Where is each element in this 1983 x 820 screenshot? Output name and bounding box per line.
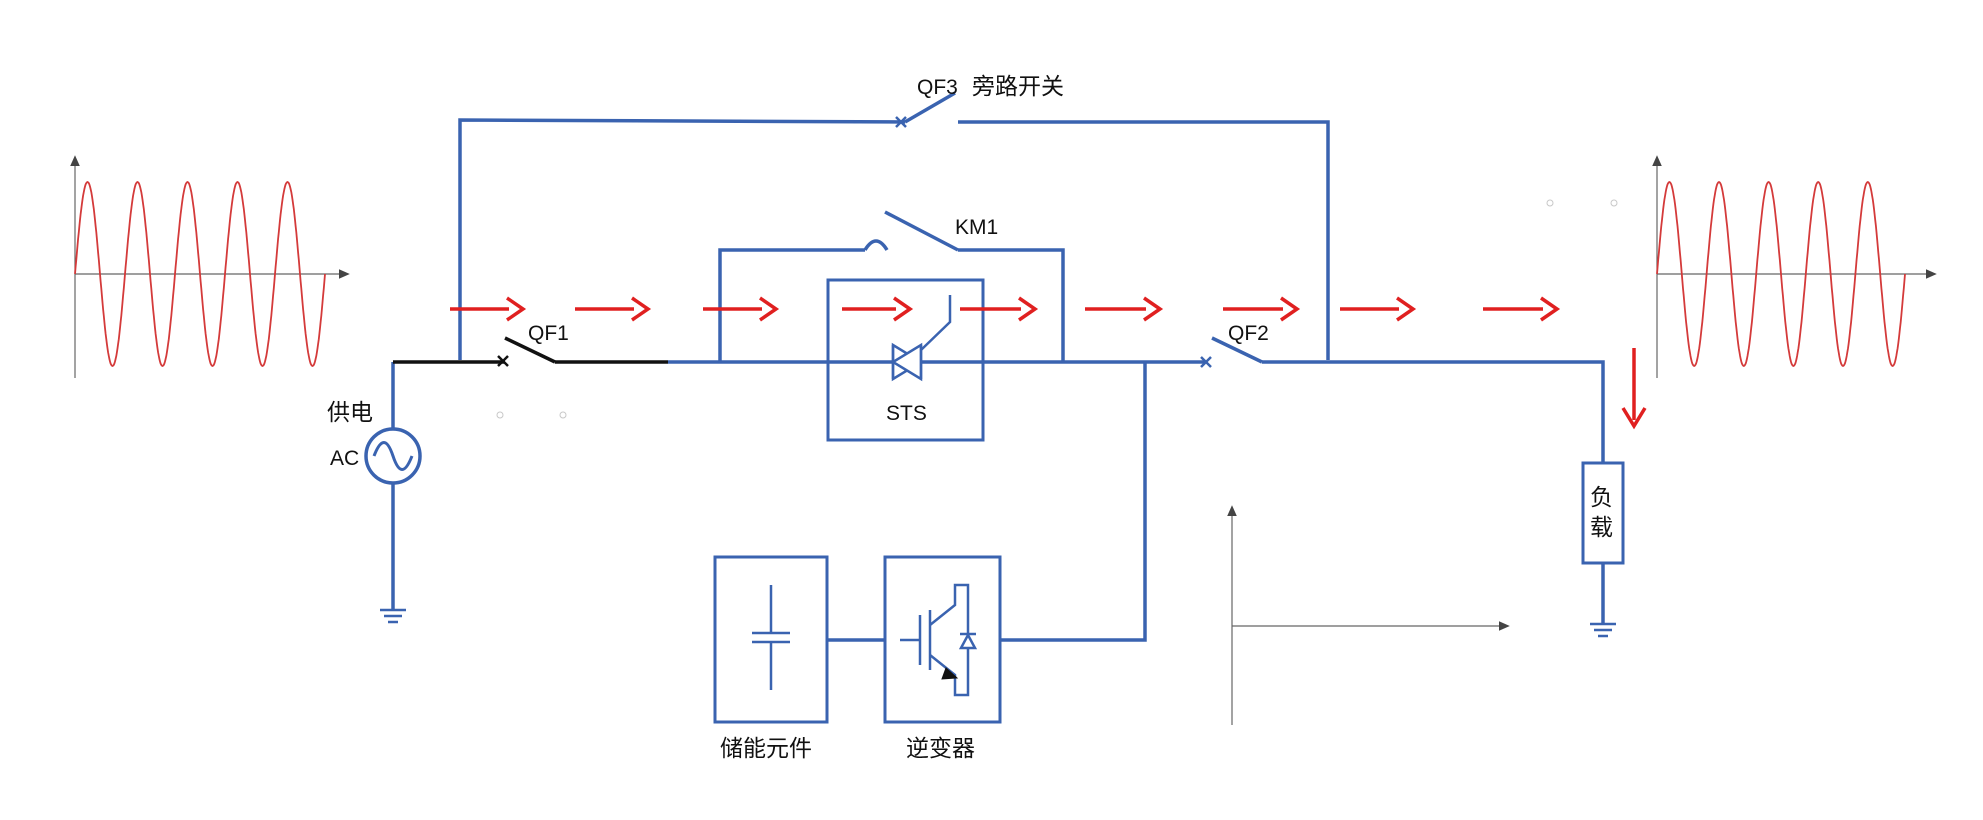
- marker-dot: [496, 411, 504, 419]
- ac-label: AC: [330, 447, 359, 470]
- flow-arrowhead: [1143, 296, 1164, 322]
- sts-label: STS: [886, 402, 927, 425]
- storage-element: 储能元件: [713, 555, 885, 762]
- power-flow-arrows: [450, 296, 1647, 430]
- qf2-breaker: QF2: [1200, 322, 1605, 463]
- storage-label: 储能元件: [720, 736, 812, 762]
- storage-box: [713, 555, 829, 724]
- qf1-switch-blade: [504, 336, 556, 364]
- load-label-1: 负: [1590, 485, 1613, 511]
- input-waveform: [70, 155, 350, 378]
- ac-supply: 供电 AC: [327, 360, 505, 624]
- ground-icon: [1590, 622, 1616, 638]
- bypass-branch: QF3 旁路开关: [458, 74, 1330, 360]
- qf3-switch-blade: [904, 91, 956, 124]
- ground-icon: [380, 608, 406, 624]
- thyristor-icon: [880, 295, 952, 382]
- output-sine-wave: [1656, 180, 1906, 368]
- capacitor-icon: [752, 585, 790, 690]
- flow-arrowhead: [1018, 296, 1039, 322]
- bypass-wire-left: [458, 118, 906, 360]
- marker-dot: [1610, 199, 1618, 207]
- inverter-label: 逆变器: [906, 736, 975, 762]
- km1-label: KM1: [955, 216, 998, 239]
- flow-arrowhead: [759, 296, 780, 322]
- km1-wire-left: [718, 248, 865, 362]
- output-axes: [1227, 505, 1510, 725]
- output-wire: [1262, 360, 1605, 463]
- flow-arrowhead-down: [1621, 407, 1647, 430]
- flow-arrowhead: [1396, 296, 1417, 322]
- marker-dot: [1546, 199, 1554, 207]
- km1-switch-blade: [884, 210, 959, 252]
- bypass-wire-right: [958, 120, 1330, 360]
- qf1-label: QF1: [528, 322, 569, 345]
- breaker-x-icon: [497, 355, 509, 367]
- flow-arrowhead: [1280, 296, 1301, 322]
- load: 负 载: [1581, 461, 1625, 638]
- supply-label: 供电: [327, 400, 373, 426]
- inverter-feed-wire: [1000, 362, 1147, 642]
- qf1-breaker: QF1: [497, 322, 668, 367]
- breaker-x-icon: [895, 116, 907, 128]
- output-waveform: [1652, 155, 1937, 378]
- breaker-x-icon: [1200, 356, 1212, 368]
- flow-arrowhead: [506, 296, 527, 322]
- input-sine-wave: [74, 180, 326, 368]
- marker-dot: [559, 411, 567, 419]
- km1-contactor: KM1: [718, 210, 1065, 362]
- qf2-switch-blade: [1211, 336, 1263, 364]
- diode-icon: [958, 632, 978, 650]
- flow-arrowhead: [1540, 296, 1561, 322]
- bypass-switch-label: 旁路开关: [972, 74, 1064, 100]
- load-box: [1581, 461, 1625, 565]
- flow-arrowhead: [893, 296, 914, 322]
- ac-source-icon: [364, 427, 422, 485]
- flow-arrowhead: [631, 296, 652, 322]
- inverter: 逆变器: [883, 555, 1002, 762]
- km1-hook: [863, 239, 889, 251]
- qf3-label: QF3: [917, 76, 958, 99]
- qf2-label: QF2: [1228, 322, 1269, 345]
- load-label-2: 载: [1590, 515, 1613, 541]
- km1-wire-right: [958, 248, 1065, 362]
